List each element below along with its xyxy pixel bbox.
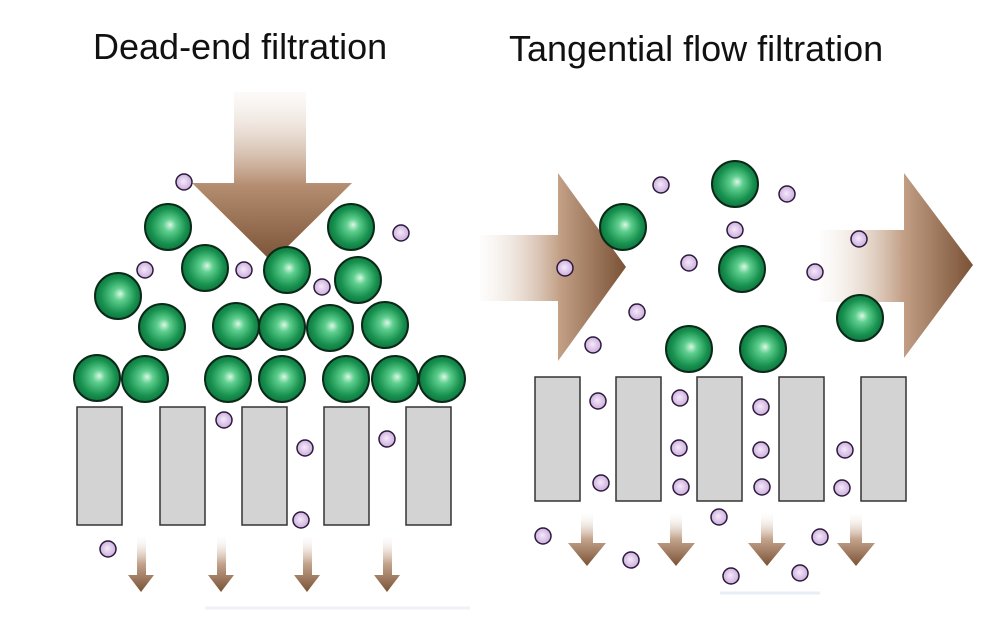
- purple-sphere-icon: [589, 392, 607, 410]
- purple-sphere-icon: [215, 411, 233, 429]
- green-sphere-icon: [711, 160, 759, 208]
- purple-sphere-icon: [753, 478, 771, 496]
- tangential-title: Tangential flow filtration: [509, 28, 884, 69]
- green-sphere-icon: [258, 303, 306, 351]
- dead-end-panel: [73, 92, 470, 610]
- large-particles-tangential: [599, 160, 884, 373]
- small-particles-dead-end: [99, 173, 410, 558]
- green-sphere-icon: [306, 304, 354, 352]
- purple-sphere-icon: [292, 511, 310, 529]
- purple-sphere-icon: [378, 430, 396, 448]
- green-sphere-icon: [73, 354, 121, 402]
- green-sphere-icon: [181, 244, 229, 292]
- green-sphere-icon: [334, 256, 382, 304]
- tangential-panel: [480, 160, 973, 595]
- membrane-segment: [323, 406, 370, 526]
- flow-arrow-icon: [820, 173, 973, 358]
- membrane-tangential: [534, 376, 907, 502]
- green-sphere-icon: [258, 355, 306, 403]
- purple-sphere-icon: [136, 261, 154, 279]
- purple-sphere-icon: [672, 478, 690, 496]
- green-sphere-icon: [327, 203, 375, 251]
- purple-sphere-icon: [175, 173, 193, 191]
- green-sphere-icon: [121, 355, 169, 403]
- purple-sphere-icon: [680, 254, 698, 272]
- membrane-segment: [696, 376, 743, 502]
- purple-sphere-icon: [313, 278, 331, 296]
- green-sphere-icon: [739, 325, 787, 373]
- filtrate-arrows-dead-end: [128, 535, 400, 592]
- flow-arrow-icon: [128, 535, 154, 592]
- purple-sphere-icon: [534, 527, 552, 545]
- membrane-segment: [534, 376, 581, 502]
- purple-sphere-icon: [671, 389, 689, 407]
- membrane-segment: [76, 406, 123, 526]
- green-sphere-icon: [94, 272, 142, 320]
- purple-sphere-icon: [235, 261, 253, 279]
- green-sphere-icon: [836, 294, 884, 342]
- membrane-segment: [615, 376, 662, 502]
- flow-arrow-icon: [480, 173, 626, 361]
- flow-arrow-icon: [208, 535, 234, 592]
- membrane-dead-end: [76, 406, 452, 526]
- flow-arrow-icon: [748, 512, 786, 566]
- flow-arrow-icon: [374, 535, 400, 592]
- purple-sphere-icon: [296, 439, 314, 457]
- membrane-segment: [241, 406, 288, 526]
- membrane-segment: [778, 376, 825, 502]
- purple-sphere-icon: [722, 567, 740, 585]
- membrane-segment: [405, 406, 452, 526]
- membrane-segment: [159, 406, 206, 526]
- green-sphere-icon: [138, 303, 186, 351]
- purple-sphere-icon: [811, 528, 829, 546]
- feed-arrow-icon: [192, 92, 352, 262]
- small-particles-tangential: [534, 176, 868, 585]
- green-sphere-icon: [418, 355, 466, 403]
- green-sphere-icon: [322, 355, 370, 403]
- purple-sphere-icon: [778, 185, 796, 203]
- purple-sphere-icon: [791, 564, 809, 582]
- filter-cake: [73, 203, 466, 403]
- flow-arrow-icon: [837, 512, 875, 566]
- purple-sphere-icon: [710, 508, 728, 526]
- membrane-segment: [860, 376, 907, 502]
- green-sphere-icon: [599, 203, 647, 251]
- purple-sphere-icon: [628, 303, 646, 321]
- green-sphere-icon: [371, 355, 419, 403]
- purple-sphere-icon: [806, 263, 824, 281]
- purple-sphere-icon: [592, 474, 610, 492]
- green-sphere-icon: [212, 302, 260, 350]
- permeate-arrows-tangential: [568, 512, 875, 566]
- purple-sphere-icon: [752, 398, 770, 416]
- purple-sphere-icon: [622, 551, 640, 569]
- green-sphere-icon: [263, 246, 311, 294]
- purple-sphere-icon: [752, 441, 770, 459]
- purple-sphere-icon: [652, 176, 670, 194]
- purple-sphere-icon: [850, 230, 868, 248]
- green-sphere-icon: [144, 203, 192, 251]
- dead-end-title: Dead-end filtration: [93, 26, 388, 67]
- flow-arrow-icon: [657, 512, 695, 566]
- green-sphere-icon: [204, 355, 252, 403]
- purple-sphere-icon: [392, 224, 410, 242]
- purple-sphere-icon: [556, 259, 574, 277]
- green-sphere-icon: [718, 245, 766, 293]
- green-sphere-icon: [665, 325, 713, 373]
- flow-arrow-icon: [568, 512, 606, 566]
- green-sphere-icon: [361, 301, 409, 349]
- purple-sphere-icon: [836, 441, 854, 459]
- purple-sphere-icon: [99, 540, 117, 558]
- flow-arrow-icon: [294, 535, 320, 592]
- purple-sphere-icon: [833, 479, 851, 497]
- purple-sphere-icon: [670, 439, 688, 457]
- purple-sphere-icon: [584, 336, 602, 354]
- purple-sphere-icon: [726, 221, 744, 239]
